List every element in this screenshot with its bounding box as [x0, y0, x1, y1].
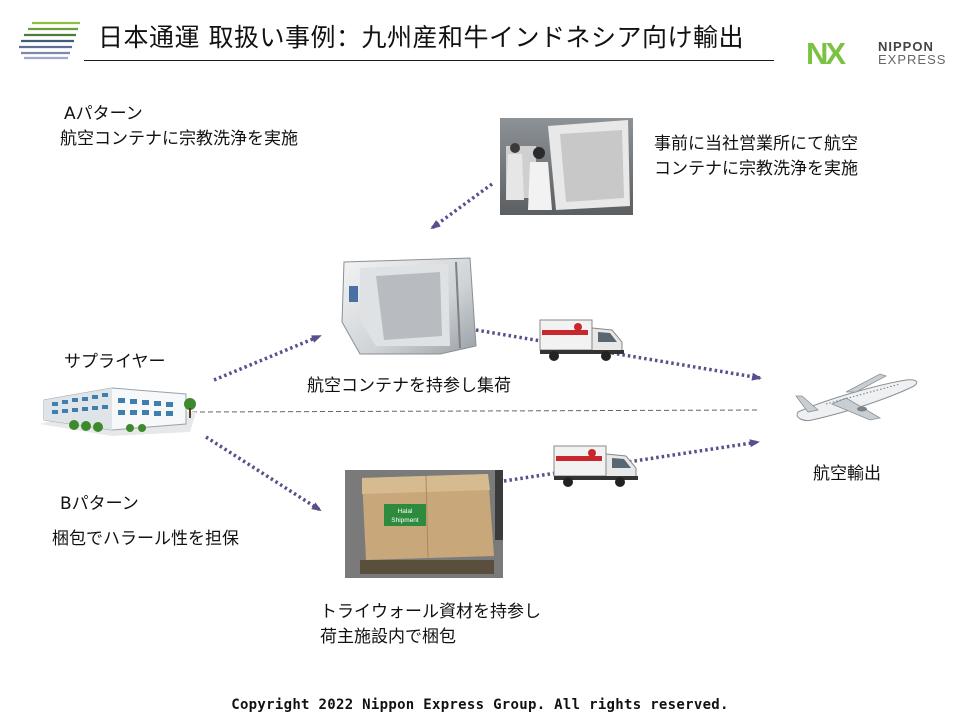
- halal-pallet-photo: Halal Shipment: [345, 470, 503, 578]
- halal-sign-line2: Shipment: [391, 517, 419, 524]
- nippon-express-logo: NX NIPPON EXPRESS: [806, 38, 946, 68]
- logo-mark: NX: [806, 38, 846, 68]
- arrow-photo-to-container: [430, 182, 494, 230]
- airplane-icon: [795, 373, 918, 421]
- pattern-b-desc: 梱包でハラール性を担保: [52, 529, 239, 549]
- page-title: 日本通運 取扱い事例：九州産和牛インドネシア向け輸出: [98, 23, 744, 52]
- packing-step-line1: トライウォール資材を持参し: [320, 602, 541, 622]
- container-cleaning-photo: [500, 118, 633, 215]
- cleaning-note-line1: 事前に当社営業所にて航空: [654, 134, 858, 154]
- air-container-photo: [341, 257, 477, 355]
- warehouse-icon: [40, 387, 196, 436]
- export-label: 航空輸出: [813, 464, 881, 484]
- truck-icon: [539, 319, 624, 361]
- pattern-b-label: Bパターン 梱包でハラール性を担保: [52, 492, 239, 552]
- supplier-label: サプライヤー: [64, 352, 166, 372]
- header-stripes-icon: [19, 21, 80, 60]
- packing-step: トライウォール資材を持参し 荷主施設内で梱包: [320, 600, 541, 650]
- halal-sign-line1: Halal: [398, 508, 413, 515]
- arrow-supplier-to-container: [213, 334, 322, 382]
- halal-sign: Halal Shipment: [384, 504, 426, 526]
- title-underline: [84, 60, 774, 61]
- pattern-a-heading: Aパターン: [64, 104, 143, 124]
- cleaning-note: 事前に当社営業所にて航空 コンテナに宗教洗浄を実施: [654, 132, 858, 182]
- copyright-footer: Copyright 2022 Nippon Express Group. All…: [231, 697, 729, 713]
- truck-icon: [553, 445, 638, 487]
- pattern-a-label: Aパターン 航空コンテナに宗教洗浄を実施: [60, 102, 298, 152]
- cleaning-note-line2: コンテナに宗教洗浄を実施: [654, 159, 858, 179]
- logo-line1: NIPPON: [878, 39, 934, 54]
- pattern-b-heading: Bパターン: [60, 494, 139, 514]
- pattern-a-desc: 航空コンテナに宗教洗浄を実施: [60, 129, 298, 149]
- logo-line2: EXPRESS: [878, 52, 946, 67]
- container-step-label: 航空コンテナを持参し集荷: [307, 376, 511, 396]
- packing-step-line2: 荷主施設内で梱包: [320, 627, 456, 647]
- route-dashed-line: [191, 409, 759, 413]
- arrow-supplier-to-pallet: [205, 435, 322, 512]
